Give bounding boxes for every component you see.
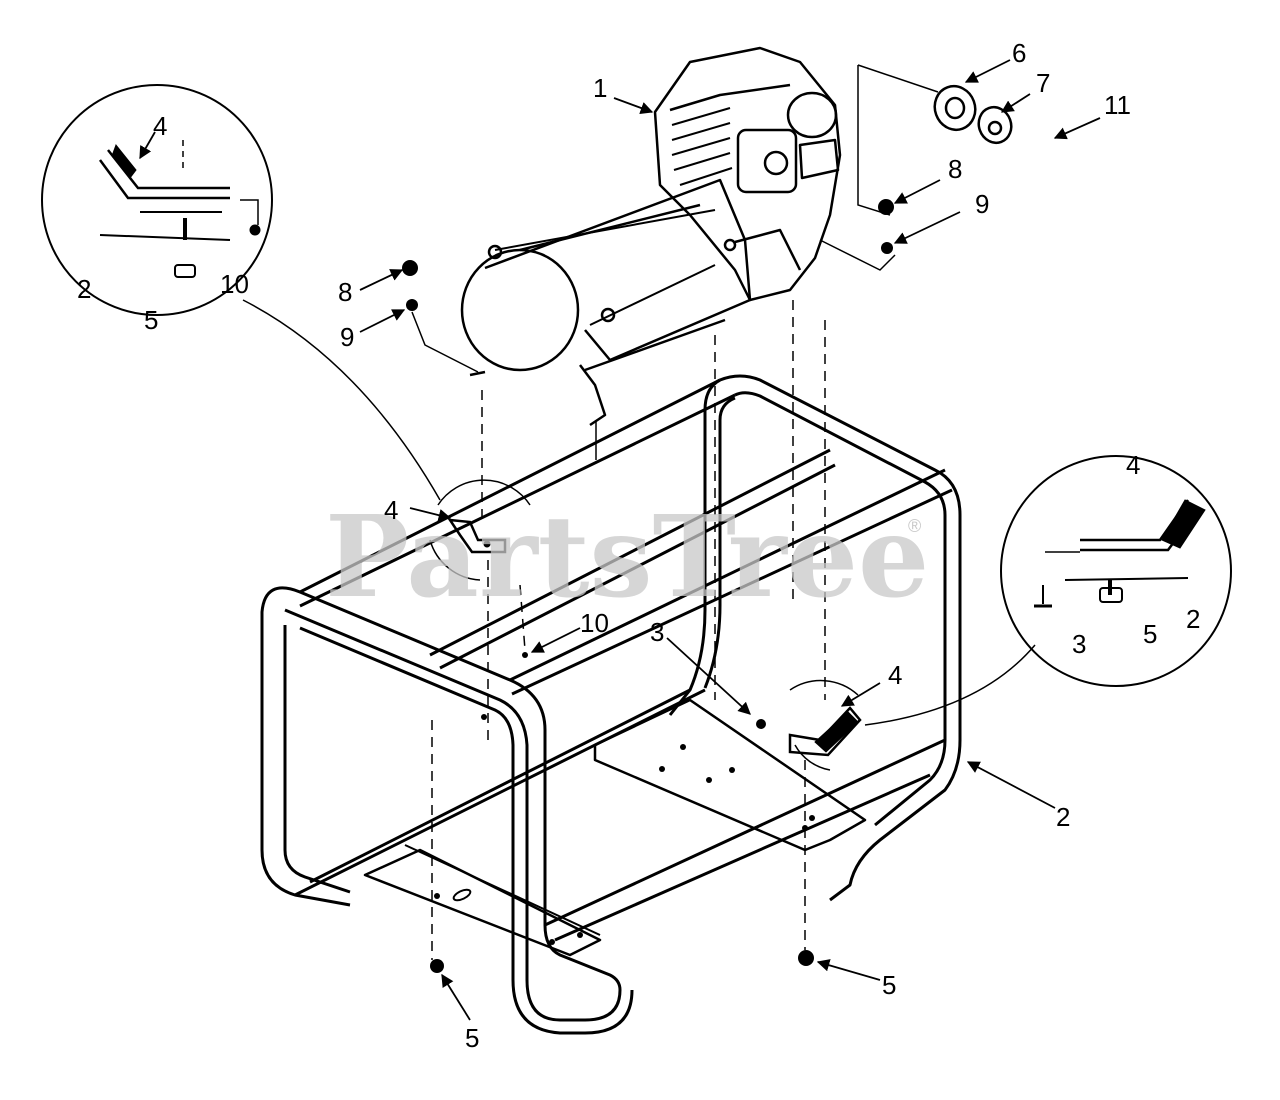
frame (260, 374, 962, 1035)
screw-9-right (881, 242, 893, 254)
callout-2-detail-right: 2 (1186, 604, 1200, 634)
detail-view-left (41, 84, 273, 316)
callout-3-detail-right: 3 (1072, 629, 1086, 659)
callout-10-detail-left: 10 (220, 269, 249, 299)
nut-5-right (798, 950, 814, 966)
callout-9-left: 9 (340, 322, 354, 352)
hardware (402, 199, 894, 973)
leader-lines (242, 239, 1036, 726)
watermark-registered-mark: ® (908, 516, 921, 536)
nut-5-front (430, 959, 444, 973)
callout-8-right: 8 (948, 154, 962, 184)
screw-10 (522, 652, 528, 658)
callout-8-left: 8 (338, 277, 352, 307)
washer-8-right (878, 199, 894, 215)
callout-6-muffler: 6 (1012, 38, 1026, 68)
washer-8-left (402, 260, 418, 276)
callout-5-detail-left: 5 (144, 305, 158, 335)
callout-9-right: 9 (975, 189, 989, 219)
callout-4-detail-right: 4 (1126, 450, 1140, 480)
detail-spot-right (788, 679, 862, 771)
callout-10-screw: 10 (580, 608, 609, 638)
callout-4-detail-left: 4 (153, 111, 167, 141)
callout-1-engine: 1 (593, 73, 607, 103)
bolt-3 (756, 719, 766, 729)
detail-view-right (1000, 455, 1232, 687)
callout-2-detail-left: 2 (77, 274, 91, 304)
detail-spot-left (429, 479, 531, 581)
callout-5-nut-right: 5 (882, 970, 896, 1000)
callout-arrows (139, 59, 1101, 1021)
callout-7-muffler: 7 (1036, 68, 1050, 98)
callout-5-nut-front: 5 (465, 1023, 479, 1053)
callout-11-muffler: 11 (1104, 90, 1131, 120)
screw-9-left (406, 299, 418, 311)
muffler-parts (857, 64, 1013, 216)
callout-4-foot-left: 4 (384, 495, 398, 525)
callout-labels: 1 2 2 2 3 3 4 4 4 4 5 5 5 5 6 7 11 8 8 9… (77, 38, 1200, 1053)
callout-4-foot-right: 4 (888, 660, 902, 690)
callout-5-detail-right: 5 (1143, 619, 1157, 649)
engine (460, 46, 842, 427)
callout-2-frame: 2 (1056, 802, 1070, 832)
watermark-text: PartsTree (325, 492, 929, 623)
alignment-lines (431, 300, 826, 960)
callout-3-bolt: 3 (650, 617, 664, 647)
